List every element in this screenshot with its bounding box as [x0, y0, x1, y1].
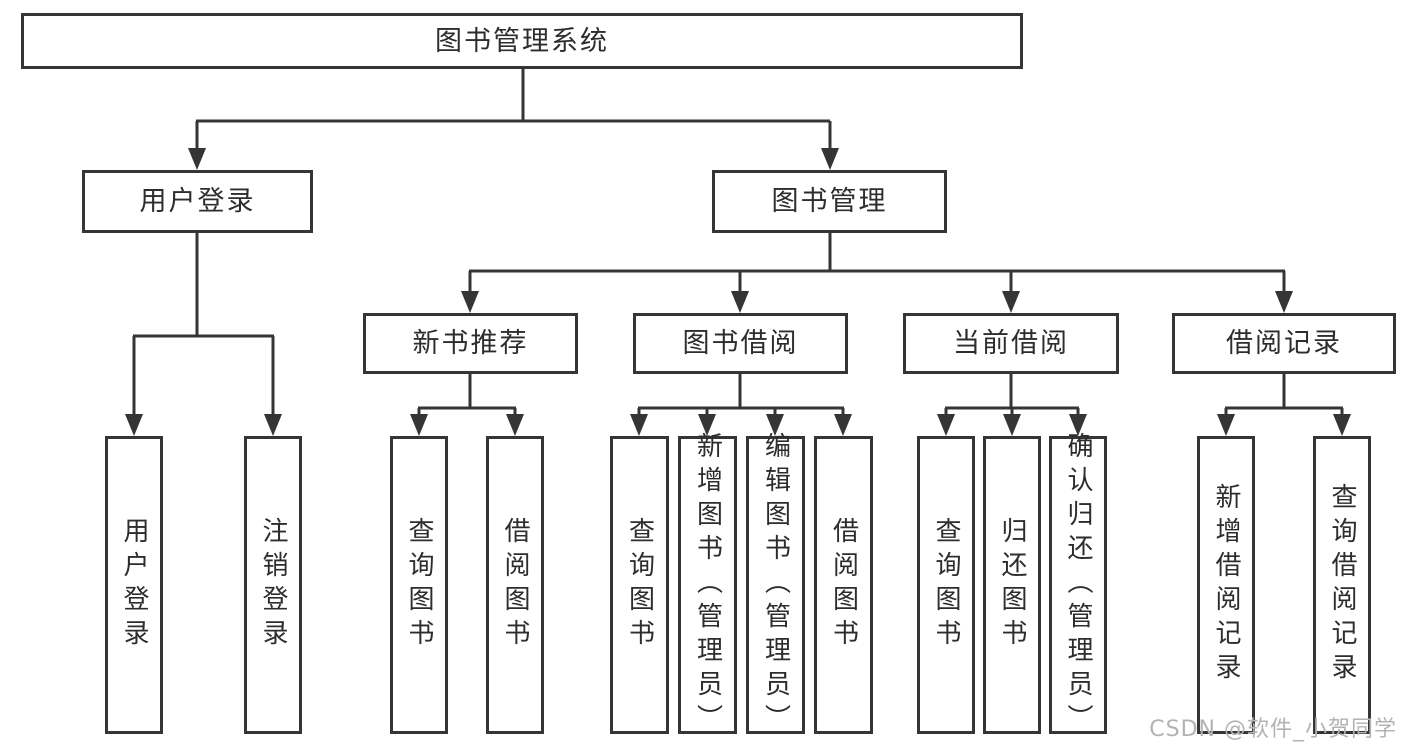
node-borrowing-records-label: 借阅记录 — [1226, 328, 1342, 359]
node-current-borrowing-label: 当前借阅 — [953, 328, 1069, 359]
node-nbr-borrow-books-label: 借阅图书 — [500, 517, 530, 653]
connector-root-to-level2 — [195, 67, 832, 152]
node-bb-query-books: 查询图书 — [610, 436, 669, 734]
node-cb-return-books-label: 归还图书 — [997, 517, 1027, 653]
node-bb-edit-books-admin-label: 编辑图书（管理员） — [760, 432, 791, 738]
node-br-query-record-label: 查询借阅记录 — [1327, 483, 1357, 687]
node-book-borrowing-label: 图书借阅 — [682, 328, 799, 359]
node-br-add-record: 新增借阅记录 — [1197, 436, 1255, 734]
node-borrowing-records: 借阅记录 — [1172, 313, 1396, 374]
node-book-management-label: 图书管理 — [771, 186, 888, 217]
connector-user-login-to-children — [132, 233, 275, 418]
arrowheads — [125, 148, 1351, 436]
connector-current-borrow-to-children — [944, 374, 1080, 418]
connector-borrow-record-to-children — [1224, 374, 1344, 418]
connector-book-management-to-level3 — [468, 233, 1286, 295]
node-br-query-record: 查询借阅记录 — [1313, 436, 1371, 734]
node-logout-action: 注销登录 — [244, 436, 302, 734]
node-new-book-recommend-label: 新书推荐 — [412, 328, 529, 359]
node-user-login-action-label: 用户登录 — [119, 517, 149, 653]
node-user-login: 用户登录 — [82, 170, 313, 233]
node-nbr-query-books: 查询图书 — [390, 436, 448, 734]
node-bb-add-books-admin-label: 新增图书（管理员） — [692, 432, 723, 738]
node-logout-action-label: 注销登录 — [258, 517, 288, 653]
node-bb-borrow-books-label: 借阅图书 — [828, 517, 859, 653]
node-bb-borrow-books: 借阅图书 — [814, 436, 873, 734]
node-br-add-record-label: 新增借阅记录 — [1211, 483, 1241, 687]
node-bb-query-books-label: 查询图书 — [624, 517, 655, 653]
connector-book-borrow-to-children — [637, 374, 845, 418]
node-new-book-recommend: 新书推荐 — [363, 313, 578, 374]
node-cb-query-books-label: 查询图书 — [931, 517, 961, 653]
node-nbr-borrow-books: 借阅图书 — [486, 436, 544, 734]
node-nbr-query-books-label: 查询图书 — [404, 517, 434, 653]
node-current-borrowing: 当前借阅 — [903, 313, 1119, 374]
node-book-borrowing: 图书借阅 — [633, 313, 848, 374]
csdn-watermark: CSDN @软件_小贺同学 — [1149, 717, 1397, 742]
node-cb-return-books: 归还图书 — [983, 436, 1041, 734]
node-system-root-label: 图书管理系统 — [435, 25, 609, 57]
node-book-management: 图书管理 — [712, 170, 947, 233]
node-cb-confirm-return-admin-label: 确认归还（管理员） — [1063, 432, 1093, 738]
node-cb-confirm-return-admin: 确认归还（管理员） — [1049, 432, 1107, 738]
node-user-login-label: 用户登录 — [139, 186, 256, 217]
node-cb-query-books: 查询图书 — [917, 436, 975, 734]
node-bb-edit-books-admin: 编辑图书（管理员） — [746, 432, 805, 738]
node-user-login-action: 用户登录 — [105, 436, 163, 734]
node-bb-add-books-admin: 新增图书（管理员） — [678, 432, 737, 738]
connector-new-book-to-children — [417, 374, 517, 418]
node-system-root: 图书管理系统 — [21, 13, 1023, 69]
